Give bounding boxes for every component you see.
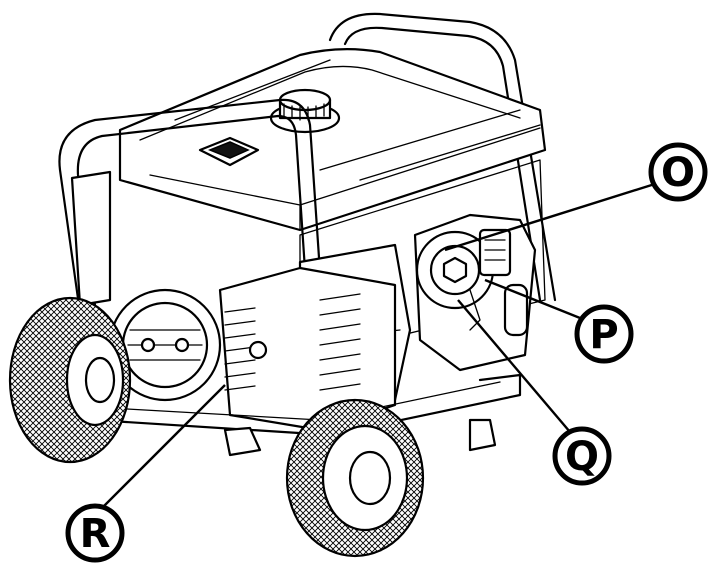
leader-line-O [444, 181, 659, 252]
leader-line-R [94, 384, 226, 516]
wheel-right [285, 398, 425, 558]
frame-front [58, 98, 332, 422]
generator-illustration [8, 12, 557, 558]
callout-label-Q: Q [565, 434, 599, 480]
carburetor-assembly [413, 213, 537, 372]
callout-label-O: O [661, 150, 695, 196]
callout-O: O [648, 142, 708, 202]
callout-label-R: R [80, 511, 111, 557]
leader-line-Q [457, 299, 571, 433]
fuel-tank [118, 48, 547, 232]
callout-Q: Q [552, 426, 612, 486]
control-housing [108, 288, 222, 402]
callout-R: R [65, 503, 125, 563]
wheel-left [8, 296, 132, 464]
callout-P: P [574, 304, 634, 364]
fuel-cap [269, 88, 341, 134]
leader-line-P [484, 278, 586, 322]
callout-label-P: P [589, 312, 618, 358]
fuel-gauge [198, 136, 260, 167]
